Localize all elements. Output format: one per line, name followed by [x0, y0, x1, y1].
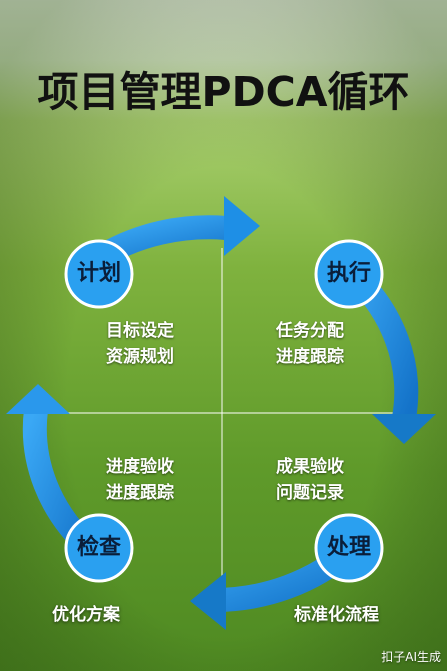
act-detail-1: 成果验收: [276, 457, 344, 477]
bottom-right-text: 标准化流程: [294, 605, 379, 625]
bottom-left-text: 优化方案: [52, 605, 120, 625]
node-act-label: 处理: [326, 535, 371, 560]
plan-detail-2: 资源规划: [106, 347, 174, 367]
act-details: 成果验收 问题记录: [240, 454, 380, 506]
node-plan-circle: [64, 239, 134, 309]
node-act-circle: [314, 513, 384, 583]
check-detail-2: 进度跟踪: [106, 483, 174, 503]
do-detail-1: 任务分配: [276, 321, 344, 341]
do-details: 任务分配 进度跟踪: [240, 318, 380, 370]
node-check-circle: [64, 513, 134, 583]
arrowhead-bottom: [190, 572, 226, 630]
do-detail-2: 进度跟踪: [276, 347, 344, 367]
node-check-label: 检查: [76, 535, 121, 560]
arrowhead-left: [6, 384, 70, 414]
arrowhead-top: [224, 196, 260, 256]
node-do-label: 执行: [326, 261, 371, 286]
page-title: 项目管理PDCA循环: [37, 68, 410, 116]
node-plan-label: 计划: [76, 261, 121, 286]
check-detail-1: 进度验收: [106, 457, 174, 477]
plan-details: 目标设定 资源规划: [70, 318, 210, 370]
check-details: 进度验收 进度跟踪: [70, 454, 210, 506]
act-detail-2: 问题记录: [276, 483, 344, 503]
plan-detail-1: 目标设定: [106, 321, 174, 341]
watermark: 扣子AI生成: [381, 650, 441, 664]
node-do-circle: [314, 239, 384, 309]
arrowhead-right: [372, 414, 436, 444]
